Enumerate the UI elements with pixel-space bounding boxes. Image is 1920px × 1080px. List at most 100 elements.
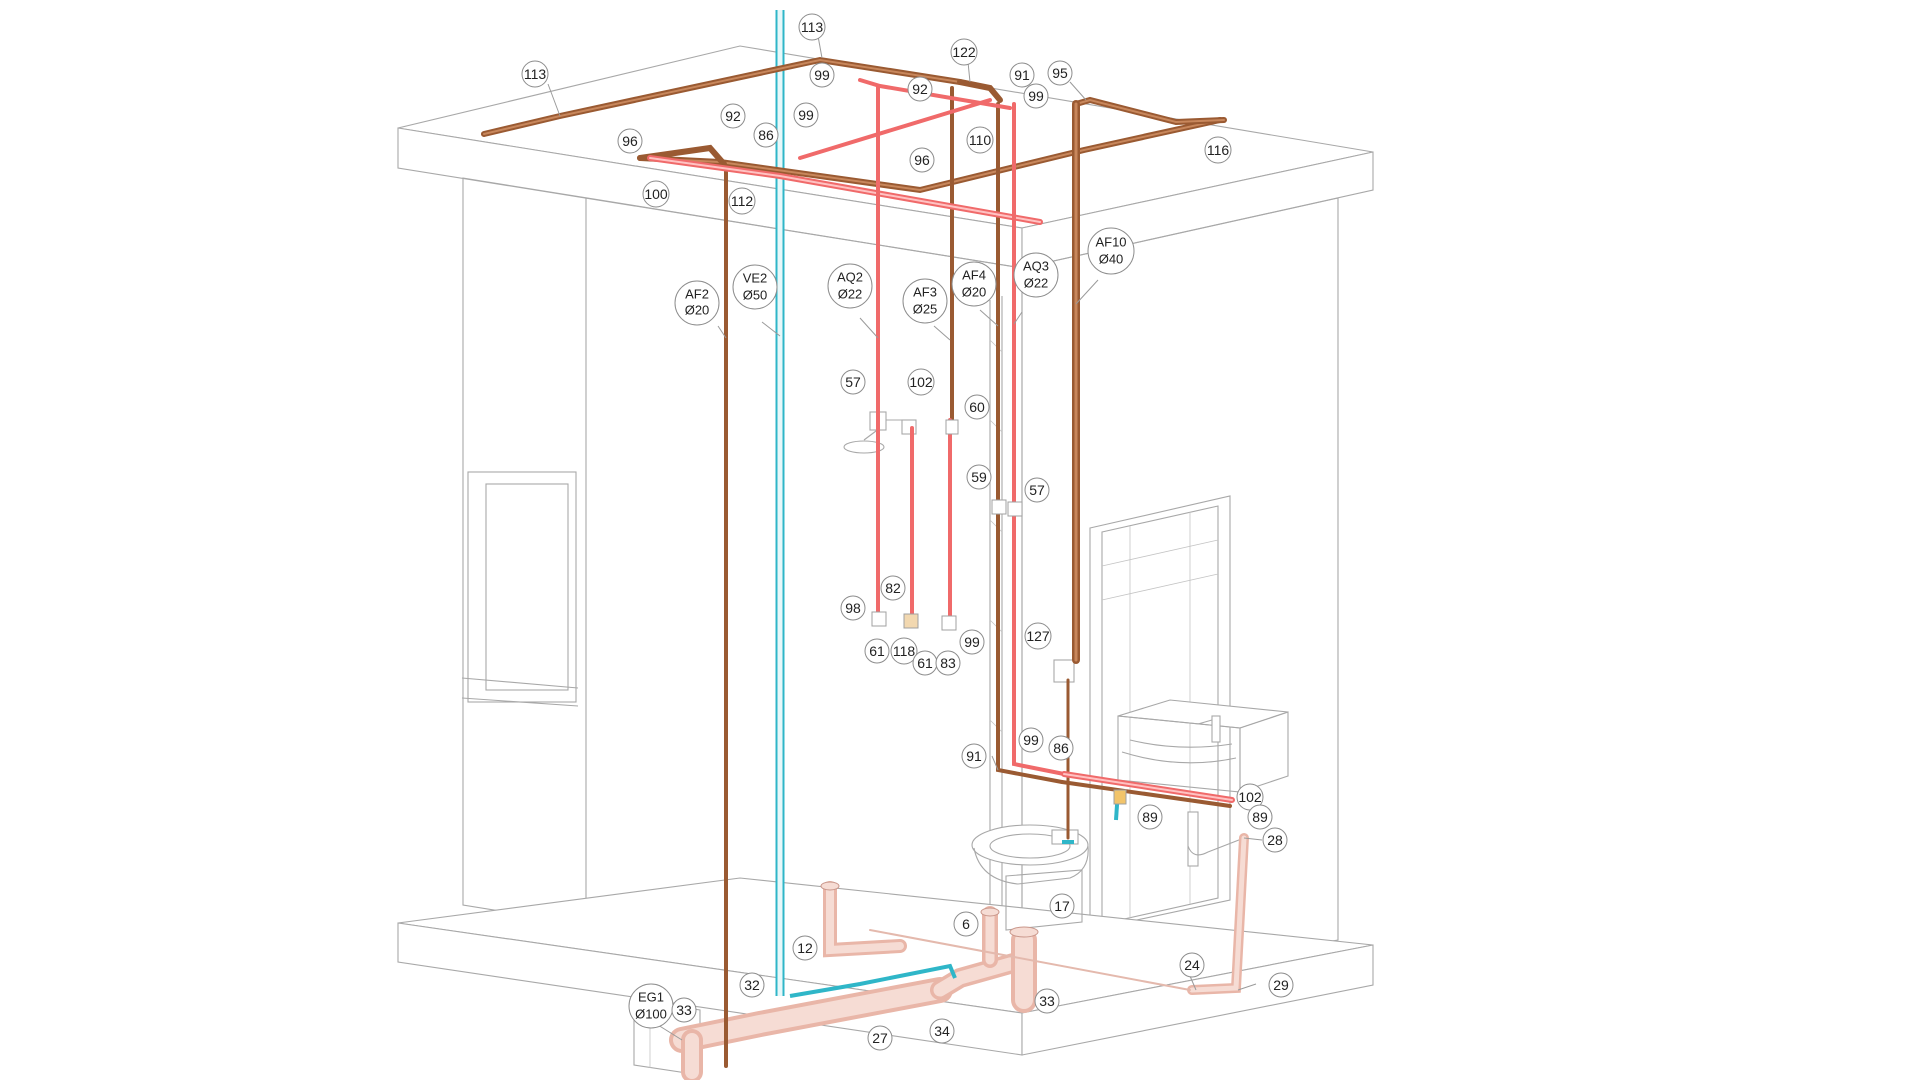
label-127-text: 127	[1026, 628, 1050, 644]
mixer-valve-mid	[903, 613, 919, 629]
label-92b-text: 92	[725, 108, 741, 124]
label-aq3-dia: Ø22	[1024, 276, 1049, 291]
washbasin-box-front	[1117, 715, 1241, 793]
label-6-text: 6	[962, 916, 970, 932]
label-98-text: 98	[845, 600, 861, 616]
label-96a: 96	[617, 128, 643, 154]
label-112-text: 112	[731, 193, 754, 209]
leader-af4	[979, 309, 999, 327]
label-113b-text: 113	[801, 19, 824, 35]
door-glazing-1	[1101, 539, 1219, 567]
drain-cap-toilet	[1009, 926, 1039, 938]
drain-branch-washbasin-inner	[1189, 835, 1247, 993]
label-32: 32	[739, 972, 765, 998]
label-af2: AF2 Ø20	[674, 280, 720, 326]
label-112: 112	[728, 187, 756, 215]
label-83-text: 83	[940, 655, 956, 671]
label-99a: 99	[809, 62, 835, 88]
leader-24	[1189, 975, 1197, 991]
washbasin-box-top	[1117, 699, 1289, 729]
wall-box-127	[1053, 659, 1075, 683]
label-127: 127	[1024, 622, 1052, 650]
label-60-text: 60	[969, 399, 985, 415]
door-leaf	[1101, 505, 1219, 925]
label-34: 34	[929, 1018, 955, 1044]
label-ve2-code: VE2	[743, 271, 768, 286]
label-59-text: 59	[971, 469, 987, 485]
label-33a-text: 33	[676, 1002, 692, 1018]
label-33b: 33	[1034, 988, 1060, 1014]
label-eg1: EG1 Ø100	[628, 983, 674, 1029]
stop-valve-59	[991, 499, 1007, 515]
label-af10-code: AF10	[1095, 235, 1126, 250]
cold-main-113-highlight	[483, 58, 961, 135]
drain-pipes	[669, 833, 1249, 1080]
leader-af10	[1075, 279, 1099, 305]
label-aq2: AQ2 Ø22	[827, 263, 873, 309]
label-17-text: 17	[1054, 898, 1070, 914]
label-116-text: 116	[1207, 142, 1230, 158]
washbasin-tap-spout	[1197, 719, 1213, 725]
label-af4: AF4 Ø20	[951, 261, 997, 307]
washbasin-tap	[1211, 715, 1221, 743]
label-91b-text: 91	[966, 748, 982, 764]
drain-thin-run	[869, 929, 1191, 991]
label-33a: 33	[671, 997, 697, 1023]
leader-af3	[933, 325, 951, 341]
label-12: 12	[792, 935, 818, 961]
label-122: 122	[950, 38, 978, 66]
window-frame	[467, 471, 577, 703]
label-92a: 92	[907, 76, 933, 102]
washbasin-box-side	[1239, 711, 1289, 793]
window-sill-lower	[461, 697, 579, 707]
washbasin	[1117, 699, 1289, 867]
label-102a-text: 102	[909, 374, 933, 390]
label-28-text: 28	[1267, 832, 1283, 848]
label-aq2-dia: Ø22	[838, 287, 863, 302]
label-95-text: 95	[1052, 65, 1068, 81]
toilet-tank	[1005, 869, 1083, 931]
label-24: 24	[1179, 952, 1205, 978]
label-eg1-code: EG1	[638, 990, 664, 1005]
label-113a: 113	[521, 60, 549, 88]
label-99d-text: 99	[964, 634, 980, 650]
label-57a: 57	[840, 369, 866, 395]
leader-95	[1069, 81, 1087, 101]
label-110-text: 110	[969, 132, 992, 148]
label-eg1-dia: Ø100	[635, 1007, 667, 1022]
label-af2-dia: Ø20	[685, 303, 710, 318]
mixer-valve-right	[941, 615, 957, 631]
label-29: 29	[1268, 972, 1294, 998]
cold-branch-96	[637, 144, 727, 167]
drain-stub-12-inner	[826, 884, 904, 955]
label-af3-dia: Ø25	[913, 302, 938, 317]
label-89a: 89	[1137, 804, 1163, 830]
cold-top-right-highlight	[1075, 98, 1225, 124]
label-89b-text: 89	[1252, 809, 1268, 825]
drain-main-eg1-inner	[673, 981, 949, 1049]
label-113a-text: 113	[524, 66, 547, 82]
leader-122	[967, 61, 971, 83]
label-57a-text: 57	[845, 374, 861, 390]
window	[461, 471, 579, 707]
label-102b-text: 102	[1238, 789, 1262, 805]
label-95: 95	[1047, 60, 1073, 86]
window-pane	[485, 483, 569, 691]
label-89b: 89	[1247, 804, 1273, 830]
hot-washbasin-feed-highlight	[1063, 773, 1233, 801]
label-57b-text: 57	[1029, 482, 1045, 498]
label-110: 110	[966, 126, 994, 154]
label-100: 100	[642, 180, 670, 208]
label-86a: 86	[753, 122, 779, 148]
drain-cap-12	[820, 881, 840, 891]
label-27: 27	[867, 1025, 893, 1051]
cold-water-pipes	[481, 56, 1232, 1068]
label-96b-text: 96	[914, 152, 930, 168]
label-57b: 57	[1024, 477, 1050, 503]
label-28: 28	[1262, 827, 1288, 853]
label-96a-text: 96	[622, 133, 638, 149]
fixtures	[843, 411, 1289, 931]
label-af10: AF10 Ø40	[1087, 227, 1135, 275]
label-91a-text: 91	[1014, 67, 1030, 83]
mixer-valve-left	[871, 611, 887, 627]
